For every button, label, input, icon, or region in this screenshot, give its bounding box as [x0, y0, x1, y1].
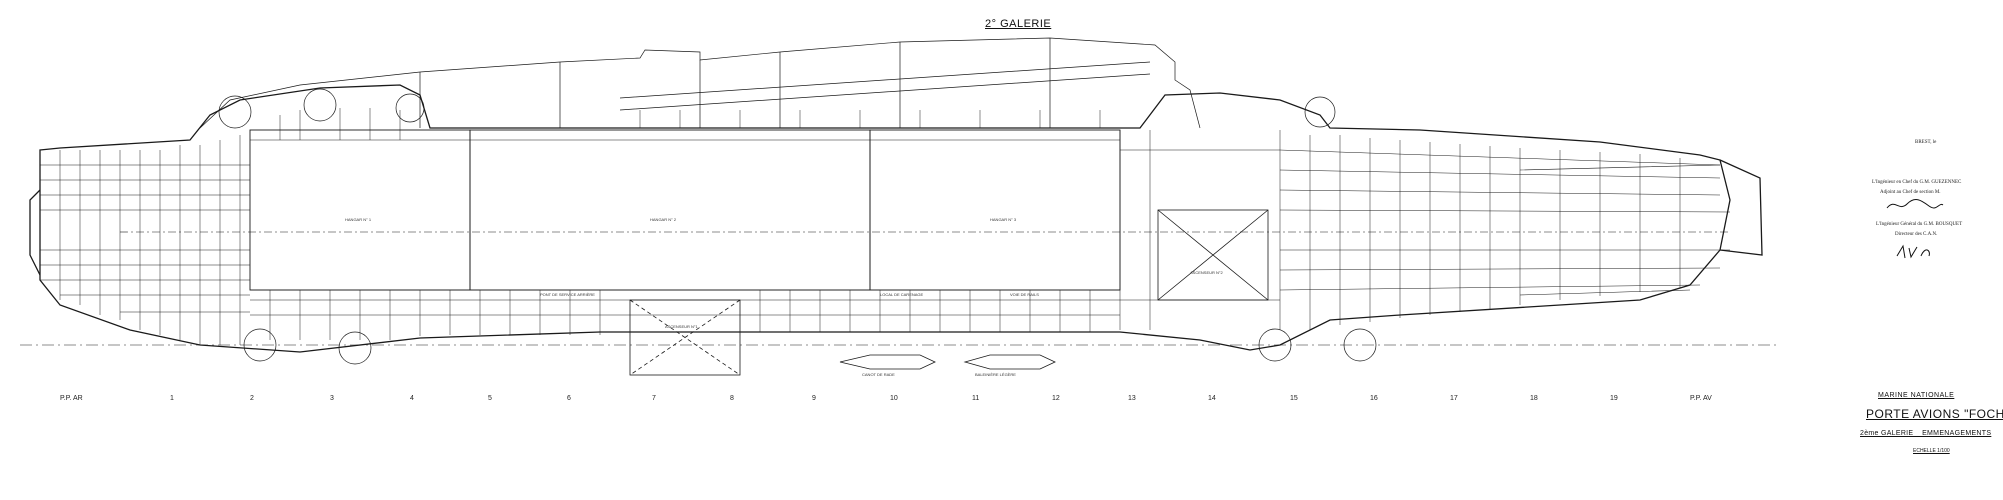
cartouche-org: MARINE NATIONALE	[1878, 392, 1955, 399]
approval-place: BREST, le	[1915, 140, 1937, 145]
cartouche-ship: PORTE AVIONS "FOCH"	[1866, 407, 2003, 421]
approval-general: L'Ingénieur Général du G.M. BOUSQUET	[1876, 222, 1963, 227]
frame-number: 1	[170, 395, 174, 402]
compartments-aft	[40, 135, 250, 345]
approval-general-role: Directeur des C.A.N.	[1895, 232, 1938, 237]
frame-number: 19	[1610, 395, 1618, 402]
frame-number: 4	[410, 395, 414, 402]
lift-x-box	[629, 209, 1269, 376]
compartments-starboard-strip	[250, 108, 1120, 141]
frame-number: 11	[972, 395, 980, 402]
frame-number: 13	[1128, 395, 1136, 402]
boat-label-1: CANOT DE RADE	[862, 372, 895, 377]
top-title: 2° GALERIE	[985, 18, 1052, 30]
deck-label-2: LOCAL DE CARENAGE	[880, 292, 924, 297]
flight-deck-outline	[199, 37, 1201, 129]
frame-number: P.P. AR	[60, 395, 83, 402]
frame-number: 9	[812, 395, 816, 402]
lift-label-1: ASCENSEUR N°1	[665, 324, 698, 329]
approval-chief-role: Adjoint au Chef de section M.	[1880, 190, 1941, 195]
approval-chief: L'Ingénieur en Chef du G.M. GUEZENNEC	[1872, 180, 1962, 185]
frame-number: 8	[730, 395, 734, 402]
frame-number: 7	[652, 395, 656, 402]
frame-number: 6	[567, 395, 571, 402]
hull-outline	[29, 84, 1763, 353]
deck-label-1: PONT DE SERVICE ARRIÈRE	[540, 292, 595, 297]
compartments-port-strip	[250, 289, 1120, 340]
frame-number: 17	[1450, 395, 1458, 402]
frame-number: P.P. AV	[1690, 395, 1712, 402]
compartments-forward	[1119, 130, 1731, 330]
hangar-label-3: HANGAR N° 3	[990, 217, 1017, 222]
deck-label-3: VOIE DE RAILS	[1010, 292, 1039, 297]
frame-number: 15	[1290, 395, 1298, 402]
hangar-label-1: HANGAR N° 1	[345, 217, 372, 222]
frame-number: 18	[1530, 395, 1538, 402]
cartouche-sheet: 2ème GALERIE _ EMMENAGEMENTS	[1860, 430, 1992, 437]
frame-number: 3	[330, 395, 334, 402]
frame-number: 10	[890, 395, 898, 402]
signature-general	[1896, 244, 1930, 259]
hangar-boundaries	[120, 129, 1730, 296]
boats	[839, 354, 1056, 370]
frame-number: 16	[1370, 395, 1378, 402]
cartouche-scale: ECHELLE 1/100	[1913, 448, 1950, 454]
frame-number: 14	[1208, 395, 1216, 402]
boat-label-2: BALEINIÈRE LÉGÈRE	[975, 372, 1016, 377]
frame-number: 2	[250, 395, 254, 402]
frame-number: 12	[1052, 395, 1060, 402]
signature-chief	[1886, 199, 1944, 209]
hangar-label-2: HANGAR N° 2	[650, 217, 677, 222]
frame-number: 5	[488, 395, 492, 402]
lift-label-2: ASCENSEUR N°2	[1190, 270, 1223, 275]
